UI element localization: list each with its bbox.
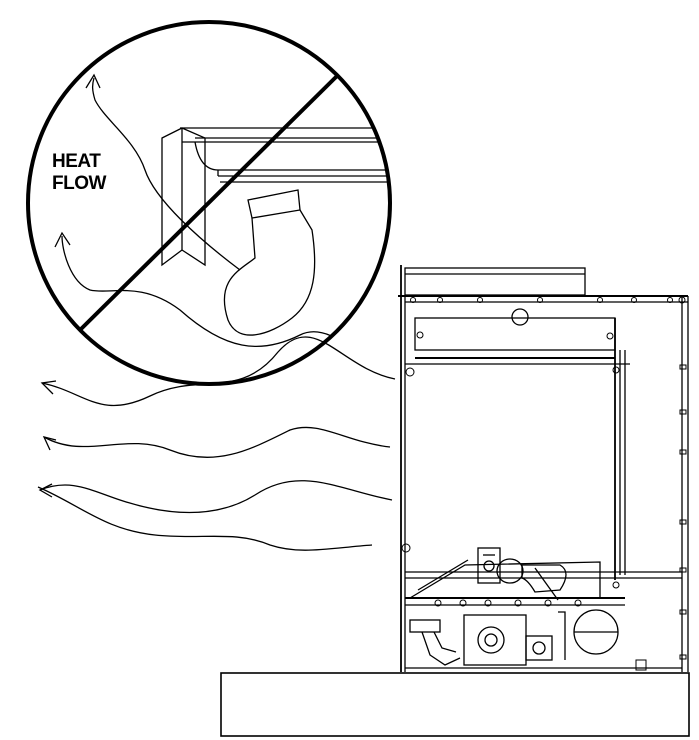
- heat-flow-arrows: [37, 336, 396, 551]
- hearth-base: [220, 672, 690, 737]
- heat-flow-label: HEAT FLOW: [52, 151, 106, 195]
- fireplace-unit: [398, 265, 689, 672]
- mantel-with-stocking: [54, 73, 390, 381]
- heat-flow-label-line2: FLOW: [52, 173, 106, 194]
- heat-flow-label-line1: HEAT: [52, 151, 101, 172]
- prohibition-circle: [26, 20, 392, 386]
- prohibition-slash: [78, 73, 340, 332]
